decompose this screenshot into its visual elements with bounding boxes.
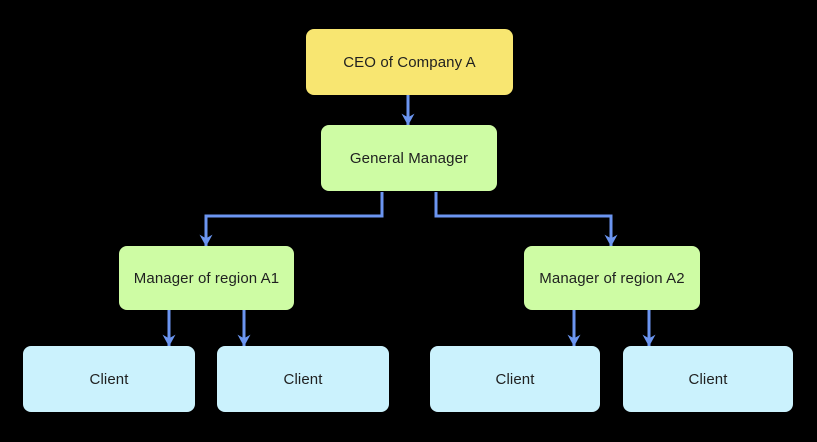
node-client-2-label: Client [283,370,323,388]
node-client-3-label: Client [495,370,535,388]
node-client-1: Client [23,346,195,412]
node-client-4-label: Client [688,370,728,388]
node-manager-region-a2: Manager of region A2 [524,246,700,310]
node-client-4: Client [623,346,793,412]
edge-gm-mgr-a2 [434,192,618,247]
node-general-manager-label: General Manager [349,149,469,167]
node-manager-region-a1-label: Manager of region A1 [133,269,280,287]
node-manager-region-a1: Manager of region A1 [119,246,294,310]
node-client-2: Client [217,346,389,412]
node-manager-region-a2-label: Manager of region A2 [539,269,685,287]
node-ceo-label: CEO of Company A [343,53,476,71]
edge-gm-mgr-a1 [199,192,384,247]
node-client-3: Client [430,346,600,412]
node-ceo: CEO of Company A [306,29,513,95]
node-client-1-label: Client [89,370,129,388]
node-general-manager: General Manager [321,125,497,191]
